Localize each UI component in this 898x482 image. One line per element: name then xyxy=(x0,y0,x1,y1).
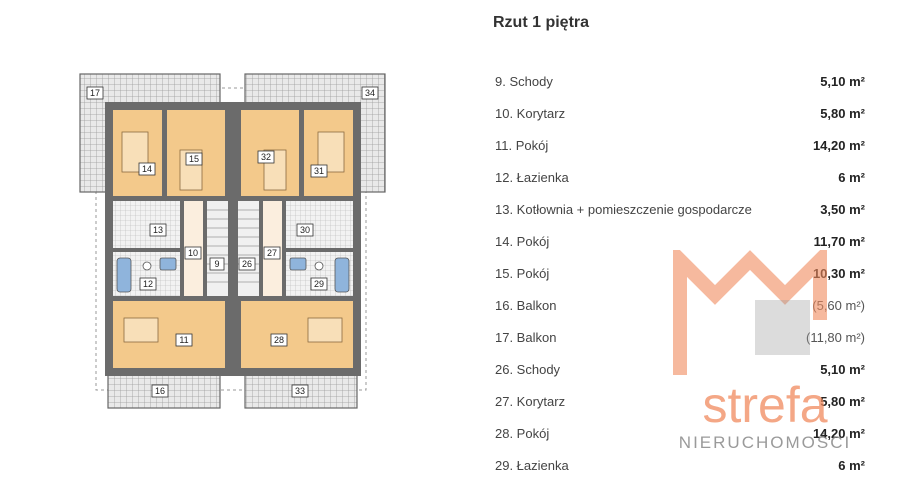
room-row: 26. Schody 5,10 m² xyxy=(495,354,870,386)
room-name: 28. Pokój xyxy=(495,426,550,441)
plan-label-33: 33 xyxy=(295,386,305,396)
room-row: 15. Pokój 10,30 m² xyxy=(495,258,870,290)
room-area: 6 m² xyxy=(838,458,865,473)
room-row: 10. Korytarz 5,80 m² xyxy=(495,98,870,130)
room-area: (11,80 m²) xyxy=(806,330,865,345)
plan-label-9: 9 xyxy=(214,259,219,269)
roof-outline xyxy=(95,87,367,391)
room-name: 26. Schody xyxy=(495,362,561,377)
room-row: 29. Łazienka 6 m² xyxy=(495,450,870,482)
room-row: 13. Kotłownia + pomieszczenie gospodarcz… xyxy=(495,194,870,226)
room-name: 15. Pokój xyxy=(495,266,550,281)
room-area: 14,20 m² xyxy=(812,426,865,441)
plan-label-13: 13 xyxy=(153,225,163,235)
plan-label-10: 10 xyxy=(188,248,198,258)
plan-label-12: 12 xyxy=(143,279,153,289)
plan-label-31: 31 xyxy=(314,166,324,176)
stairs-26 xyxy=(238,201,259,296)
room-area-list: 9. Schody 5,10 m² 10. Korytarz 5,80 m² 11. P… xyxy=(495,66,870,482)
plan-label-32: 32 xyxy=(261,152,271,162)
room-name: 13. Kotłownia + pomieszczenie gospodarcz… xyxy=(495,202,752,217)
plan-label-15: 15 xyxy=(189,154,199,164)
room-name: 27. Korytarz xyxy=(495,394,566,409)
room-name: 12. Łazienka xyxy=(495,170,569,185)
room-name: 9. Schody xyxy=(495,74,553,89)
plan-label-27: 27 xyxy=(267,248,277,258)
plan-label-28: 28 xyxy=(274,335,284,345)
room-name: 29. Łazienka xyxy=(495,458,569,473)
room-row: 14. Pokój 11,70 m² xyxy=(495,226,870,258)
room-area: 14,20 m² xyxy=(812,138,865,153)
room-row: 16. Balkon (5,60 m²) xyxy=(495,290,870,322)
plan-label-14: 14 xyxy=(142,164,152,174)
room-area: 11,70 m² xyxy=(813,234,865,249)
room-13 xyxy=(113,201,180,248)
room-30 xyxy=(286,201,353,248)
room-area: 5,80 m² xyxy=(820,106,865,121)
plan-label-34: 34 xyxy=(365,88,375,98)
room-area: 5,10 m² xyxy=(820,362,865,377)
room-name: 14. Pokój xyxy=(495,234,550,249)
plan-label-29: 29 xyxy=(314,279,324,289)
plan-label-26: 26 xyxy=(242,259,252,269)
room-name: 16. Balkon xyxy=(495,298,557,313)
room-row: 27. Korytarz 5,80 m² xyxy=(495,386,870,418)
room-row: 28. Pokój 14,20 m² xyxy=(495,418,870,450)
room-area: 6 m² xyxy=(838,170,865,185)
room-name: 11. Pokój xyxy=(495,138,549,153)
room-name: 10. Korytarz xyxy=(495,106,566,121)
party-wall xyxy=(228,102,238,376)
plan-label-30: 30 xyxy=(300,225,310,235)
room-area: (5,60 m²) xyxy=(812,298,865,313)
room-row: 11. Pokój 14,20 m² xyxy=(495,130,870,162)
floor-plan: 17 34 14 15 32 31 13 30 10 27 9 26 12 29… xyxy=(79,73,386,409)
room-area: 5,10 m² xyxy=(820,74,865,89)
room-row: 9. Schody 5,10 m² xyxy=(495,66,870,98)
stairs-9 xyxy=(207,201,228,296)
room-area: 3,50 m² xyxy=(820,202,865,217)
room-name: 17. Balkon xyxy=(495,330,557,345)
room-area: 10,30 m² xyxy=(812,266,865,281)
room-row: 12. Łazienka 6 m² xyxy=(495,162,870,194)
plan-label-11: 11 xyxy=(179,335,188,345)
plan-label-16: 16 xyxy=(155,386,165,396)
room-area: 5,80 m² xyxy=(820,394,865,409)
room-row: 17. Balkon (11,80 m²) xyxy=(495,322,870,354)
plan-label-17: 17 xyxy=(90,88,100,98)
page-title: Rzut 1 piętra xyxy=(493,14,590,31)
